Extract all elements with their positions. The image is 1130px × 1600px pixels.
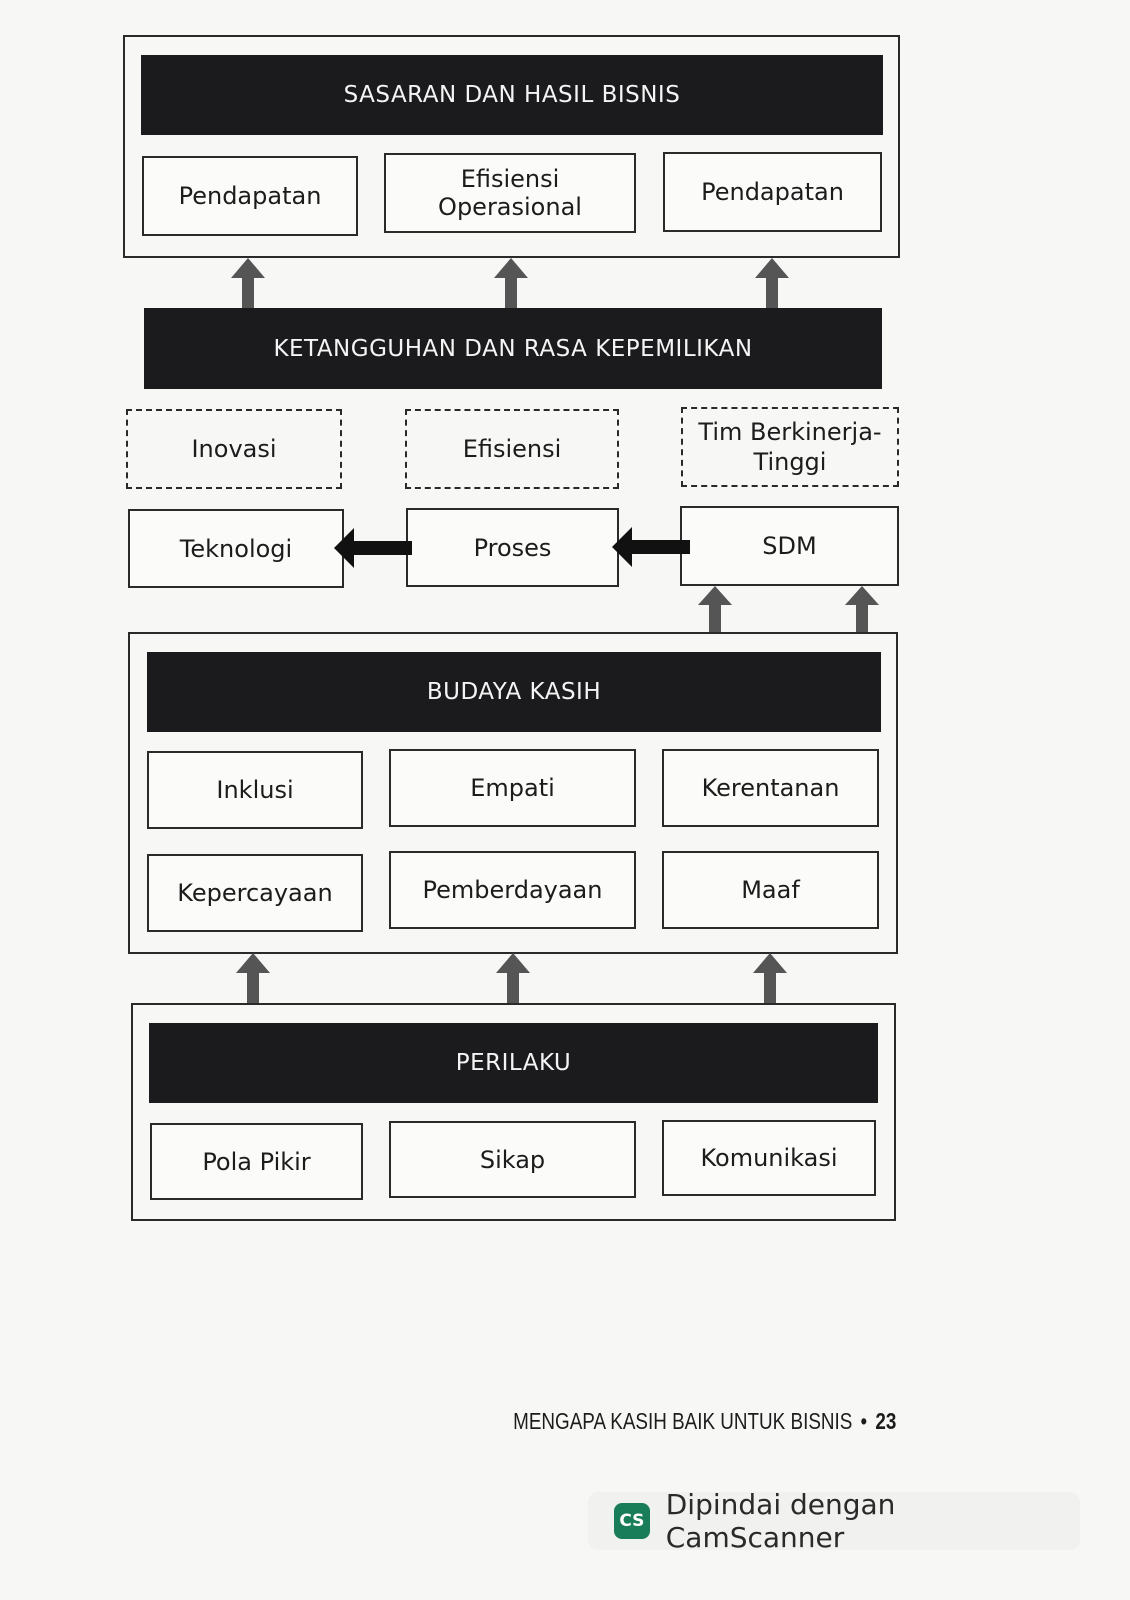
perilaku-frame [131, 1003, 896, 1221]
running-title: MENGAPA KASIH BAIK UNTUK BISNIS [512, 1408, 853, 1434]
budaya-header: BUDAYA KASIH [147, 652, 881, 732]
camscanner-logo-icon: CS [614, 1503, 650, 1539]
arrow-up-icon [231, 258, 265, 310]
budaya-item-maaf: Maaf [662, 851, 879, 929]
sasaran-header: SASARAN DAN HASIL BISNIS [141, 55, 883, 135]
page-footer: MENGAPA KASIH BAIK UNTUK BISNIS • 23 [513, 1408, 896, 1435]
outcome-inovasi: Inovasi [126, 409, 342, 489]
arrow-up-icon [755, 258, 789, 310]
outcome-efisiensi: Efisiensi [405, 409, 619, 489]
perilaku-item-sikap: Sikap [389, 1121, 636, 1198]
footer-separator: • [860, 1408, 867, 1434]
arrow-up-icon [845, 586, 879, 638]
watermark-text: Dipindai dengan CamScanner [665, 1488, 896, 1554]
sasaran-frame [123, 35, 900, 258]
perilaku-item-pola-pikir: Pola Pikir [150, 1123, 363, 1200]
sasaran-item-pendapatan-1: Pendapatan [142, 156, 358, 236]
budaya-item-kerentanan: Kerentanan [662, 749, 879, 827]
pillar-teknologi: Teknologi [128, 509, 344, 588]
arrow-up-icon [496, 953, 530, 1005]
ketangguhan-header: KETANGGUHAN DAN RASA KEPEMILIKAN [144, 308, 882, 389]
arrow-left-icon [612, 527, 692, 567]
outcome-tim-berkinerja-tinggi: Tim Berkinerja- Tinggi [681, 407, 899, 487]
budaya-item-inklusi: Inklusi [147, 751, 363, 829]
pillar-sdm: SDM [680, 506, 899, 586]
arrow-up-icon [698, 586, 732, 638]
sasaran-item-pendapatan-2: Pendapatan [663, 152, 882, 232]
page-number: 23 [875, 1408, 896, 1434]
sasaran-item-efisiensi-operasional: Efisiensi Operasional [384, 153, 636, 233]
perilaku-header: PERILAKU [149, 1023, 878, 1103]
arrow-up-icon [494, 258, 528, 310]
camscanner-watermark: CS Dipindai dengan CamScanner [588, 1488, 1080, 1554]
arrow-up-icon [753, 953, 787, 1005]
budaya-item-kepercayaan: Kepercayaan [147, 854, 363, 932]
budaya-item-empati: Empati [389, 749, 636, 827]
perilaku-item-komunikasi: Komunikasi [662, 1120, 876, 1196]
budaya-item-pemberdayaan: Pemberdayaan [389, 851, 636, 929]
pillar-proses: Proses [406, 508, 619, 587]
arrow-up-icon [236, 953, 270, 1005]
arrow-left-icon [334, 528, 414, 568]
